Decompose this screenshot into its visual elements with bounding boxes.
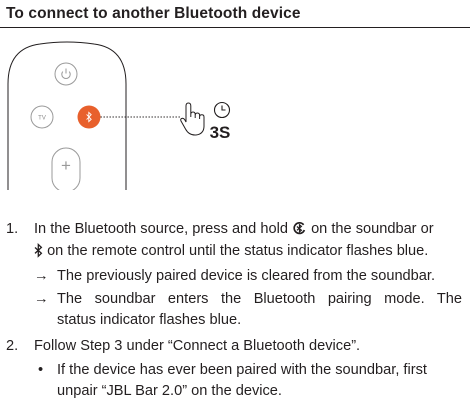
step-number: 2.: [6, 338, 19, 354]
clock-icon: [213, 101, 231, 119]
result-arrow: →: [34, 268, 49, 284]
remote-control-body: [7, 41, 127, 190]
note-bullet: •: [38, 362, 44, 378]
note-text: If the device has ever been paired with …: [57, 362, 427, 378]
result-text-continued: status indicator flashes blue.: [57, 312, 242, 328]
hold-time-label: 3S: [210, 123, 231, 142]
result-arrow: →: [34, 291, 49, 307]
soundbar-bluetooth-icon: [293, 222, 306, 235]
section-heading: To connect to another Bluetooth device: [6, 5, 301, 22]
step-1-line-2-text: on the remote control until the status i…: [47, 243, 429, 259]
step-1-line-2: on the remote control until the status i…: [34, 241, 428, 261]
step-1-text-before: In the Bluetooth source, press and hold: [34, 221, 288, 237]
volume-plus-button: +: [51, 147, 81, 190]
result-text: The soundbar enters the Bluetooth pairin…: [57, 291, 462, 307]
tv-button: TV: [30, 105, 54, 129]
step-1-line-1: In the Bluetooth source, press and hold …: [34, 219, 434, 239]
step-2-text: Follow Step 3 under “Connect a Bluetooth…: [34, 338, 361, 354]
bluetooth-icon: [34, 243, 43, 258]
press-hand-icon: [180, 102, 205, 136]
remote-illustration: TV + 3S: [7, 41, 231, 190]
step-number: 1.: [6, 221, 19, 237]
remote-bluetooth-button-icon: [77, 105, 101, 129]
heading-rule: [0, 27, 470, 28]
plus-symbol: +: [61, 156, 71, 175]
power-button-icon: [54, 62, 78, 86]
tv-label: TV: [38, 116, 46, 122]
step-1-text-after: on the soundbar or: [311, 221, 434, 237]
note-text-continued: unpair “JBL Bar 2.0” on the device.: [57, 383, 282, 399]
result-text: The previously paired device is cleared …: [57, 268, 436, 284]
